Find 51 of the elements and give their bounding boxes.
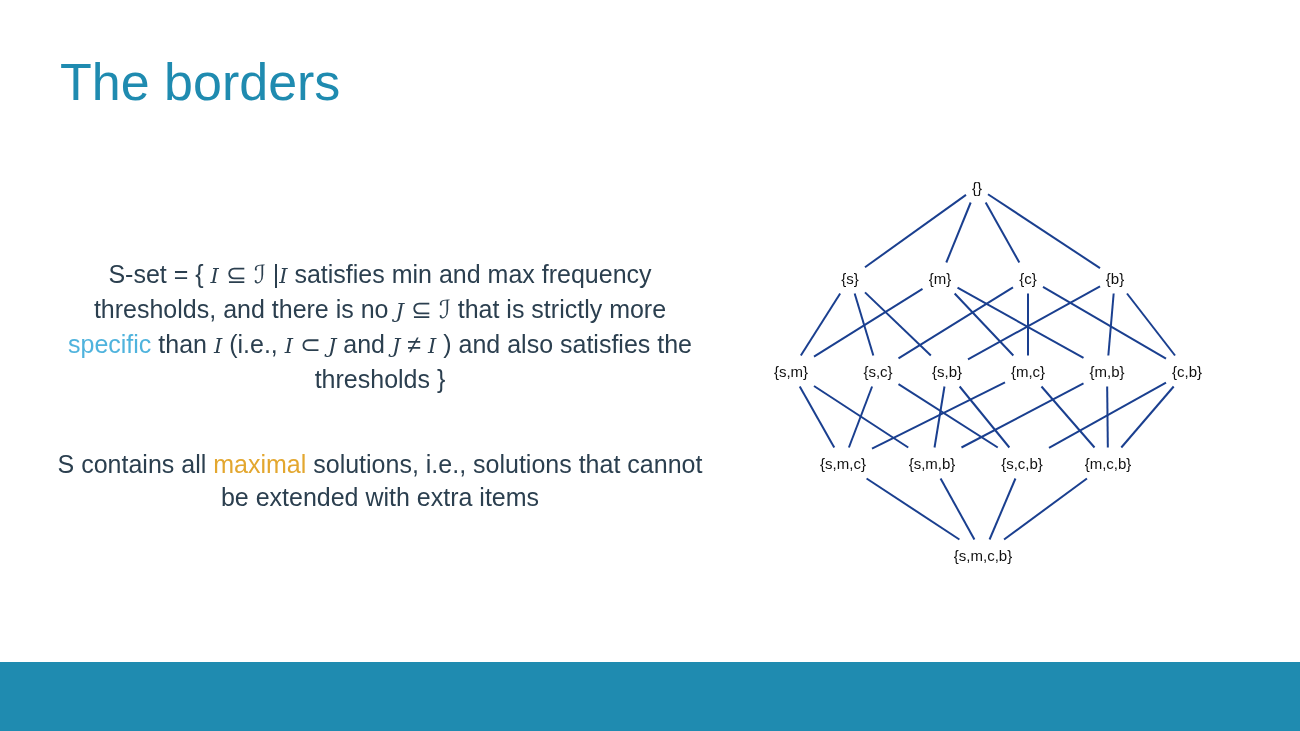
definition-text: S-set = { I ⊆ ℐ |I satisfies min and max frequency thresholds, and there is no J ⊆ ℐ that is strictly more specific than I (i.e., I ⊂ J and J ≠ I ) and also satisfies the thresholds }: [67, 259, 693, 395]
itemset-label: {s,m,c,b}: [947, 539, 1019, 571]
lattice-line: [988, 477, 1017, 541]
itemset-label: {s}: [835, 262, 865, 294]
lattice-line: [967, 285, 1101, 361]
lattice-line: [897, 286, 1014, 360]
itemset-label: {m,c}: [1004, 355, 1052, 387]
itemset-label: {m}: [922, 262, 958, 294]
lattice-line: [871, 381, 1006, 450]
lattice-line: [1048, 381, 1167, 449]
lattice-line: [953, 292, 1015, 357]
itemset-label: {s,m}: [767, 355, 815, 387]
itemset-label: {c}: [1013, 262, 1043, 294]
itemset-label: {m,c,b}: [1078, 447, 1138, 479]
lattice-line: [939, 477, 976, 541]
lattice-line: [897, 383, 999, 449]
lattice-line: [798, 385, 836, 449]
definition-text: S contains all maximal solutions, i.e., solutions that cannot be extended with extra items: [56, 449, 704, 513]
itemset-label: {m,b}: [1083, 355, 1131, 387]
lattice-line: [865, 477, 961, 541]
itemset-label: {s,c}: [857, 355, 899, 387]
lattice-line: [813, 385, 910, 449]
lattice-line: [1120, 385, 1175, 449]
lattice-line: [864, 291, 932, 357]
lattice-line: [933, 385, 946, 449]
lattice-line: [1042, 285, 1167, 360]
lattice-line: [864, 193, 967, 269]
itemset-label: {}: [966, 171, 988, 203]
itemset-label: {s,b}: [926, 355, 968, 387]
lattice-line: [1107, 292, 1115, 357]
slide-title: The borders: [60, 52, 341, 112]
lattice-line: [853, 292, 875, 357]
itemset-label: {s,m,b}: [902, 447, 962, 479]
lattice-line: [1040, 385, 1096, 449]
lattice-line: [984, 201, 1021, 264]
itemset-label: {c,b}: [1166, 355, 1208, 387]
itemset-label: {s,m,c}: [814, 447, 872, 479]
lattice-line: [813, 287, 924, 358]
itemset-label: {s,c,b}: [995, 447, 1049, 479]
lattice-line: [945, 201, 972, 264]
lattice-line: [987, 193, 1101, 270]
lattice-line: [960, 382, 1085, 449]
lattice-line: [956, 286, 1085, 359]
lattice-line: [1027, 292, 1029, 357]
lattice-line: [1003, 477, 1088, 541]
lattice-line: [958, 385, 1011, 449]
lattice-line: [1106, 385, 1109, 449]
lattice-line: [1126, 292, 1176, 357]
lattice-line: [799, 292, 842, 357]
lattice-line: [847, 385, 874, 449]
itemset-label: {b}: [1099, 262, 1131, 294]
